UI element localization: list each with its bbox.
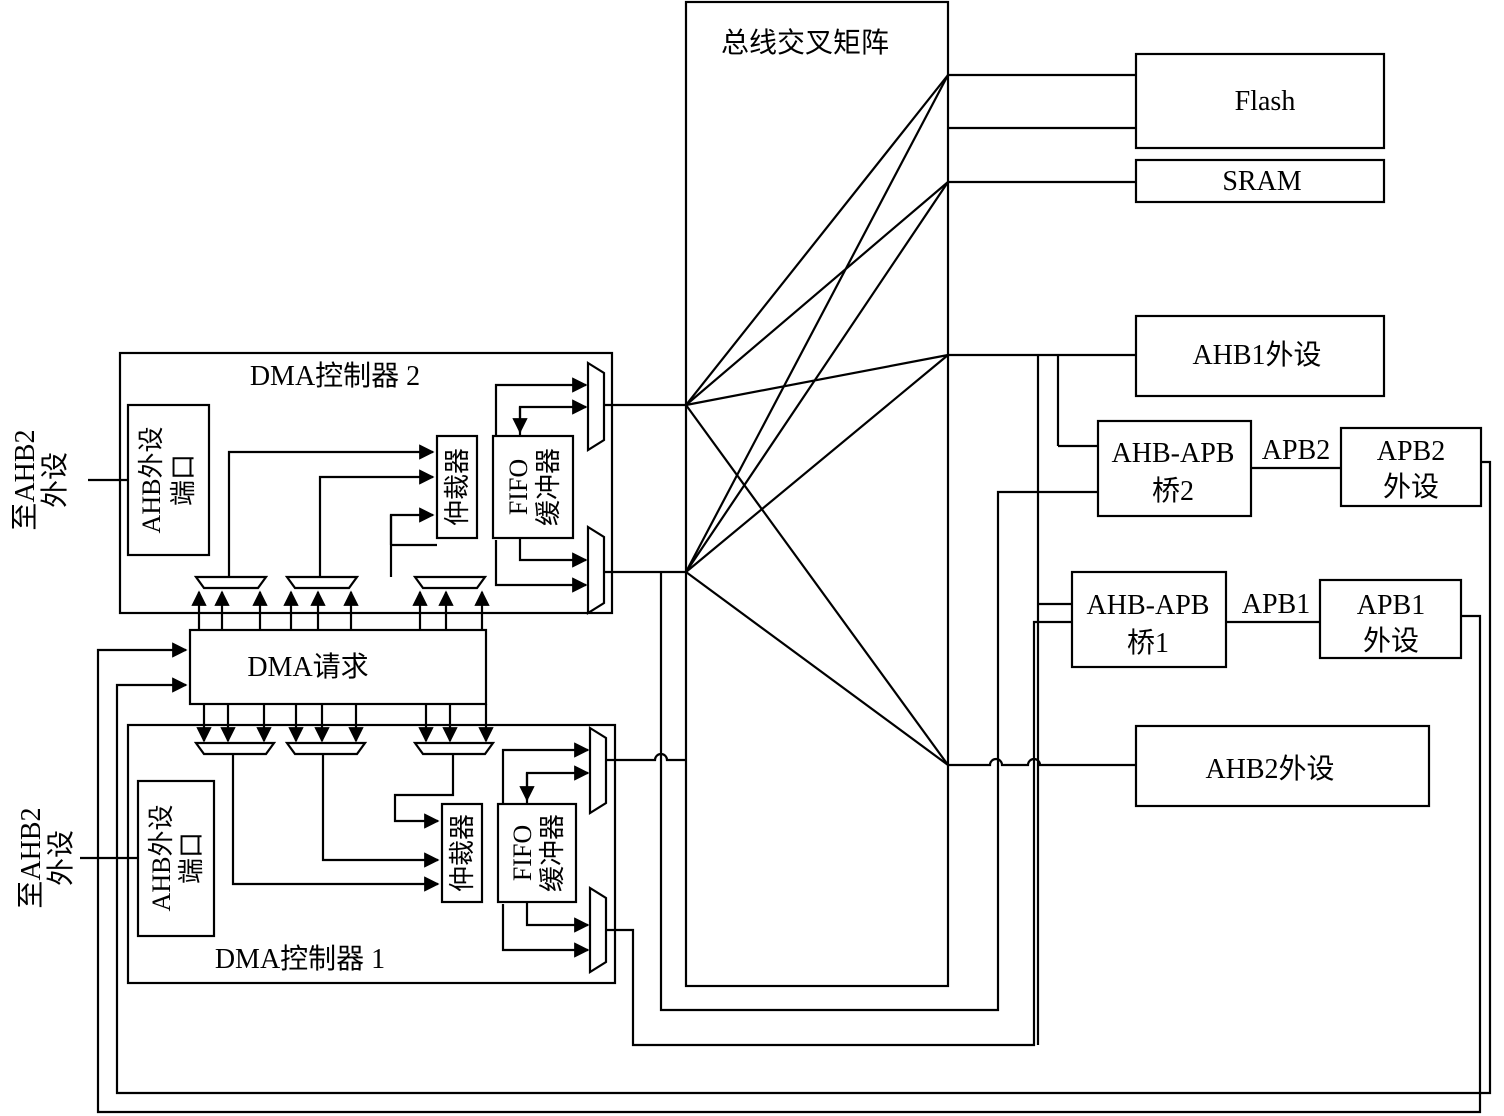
ahb2-peripheral-box — [1134, 724, 1431, 808]
bus-matrix-box — [684, 0, 950, 988]
dma1-request-down-arrows — [196, 704, 494, 743]
bridge1-line2: 桥1 — [1127, 627, 1169, 659]
external-bottom-line2: 外设 — [45, 830, 77, 886]
dma1-ahb-port-box — [136, 779, 216, 938]
dma1-port-line1: AHB外设 — [147, 805, 176, 912]
apb1-peripheral-line2: 外设 — [1363, 625, 1419, 657]
flash-label: Flash — [1235, 86, 1296, 117]
dma1-request-mux-3 — [412, 741, 496, 756]
dma2-request-mux-3 — [412, 575, 488, 590]
dma2-ahb-port-box — [126, 403, 211, 557]
bus-matrix-title: 总线交叉矩阵 — [721, 27, 889, 59]
dma2-mux-bottom — [586, 525, 606, 615]
dma1-mux-top — [588, 726, 608, 815]
apb1-bus-label: APB1 — [1242, 589, 1310, 620]
sram-label: SRAM — [1222, 166, 1301, 197]
dma2-port-line1: AHB外设 — [137, 427, 166, 534]
dma2-request-mux-1 — [193, 575, 269, 590]
ahb-apb-bridge2-box — [1096, 419, 1253, 518]
external-bottom-line1: 至AHB2 — [16, 807, 47, 908]
dma1-mux-bottom — [588, 886, 608, 974]
dma-request-box — [188, 628, 488, 706]
dma2-port-line2: 端口 — [169, 454, 198, 506]
dma2-request-mux-2 — [284, 575, 360, 590]
bridge1-line1: AHB-APB — [1087, 590, 1210, 621]
dma2-title: DMA控制器 2 — [250, 360, 420, 392]
dma2-request-up-arrows — [191, 590, 490, 630]
dma1-port-line2: 端口 — [177, 832, 206, 884]
apb2-bus-label: APB2 — [1262, 435, 1330, 466]
ahb1-peripheral-label: AHB1外设 — [1192, 339, 1321, 371]
dma1-arbiter-box — [440, 802, 484, 904]
ahb2-peripheral-label: AHB2外设 — [1205, 753, 1334, 785]
apb2-peripheral-line2: 外设 — [1383, 471, 1439, 503]
dma2-arbiter-box — [435, 434, 479, 540]
ahb-apb-bridge1-box — [1070, 570, 1228, 669]
sram-box — [1134, 158, 1386, 204]
dma-request-label: DMA请求 — [247, 651, 368, 683]
dma2-fifo-box — [491, 434, 575, 540]
dma2-fifo-line2: 缓冲器 — [534, 448, 563, 526]
flash-box — [1134, 52, 1386, 150]
apb2-peripheral-box — [1339, 426, 1483, 508]
apb1-peripheral-line1: APB1 — [1357, 590, 1425, 621]
dma1-fifo-line1: FIFO — [508, 825, 537, 881]
dma1-fifo-line2: 缓冲器 — [538, 814, 567, 892]
dma2-fifo-line1: FIFO — [504, 459, 533, 515]
bridge2-line2: 桥2 — [1152, 475, 1194, 507]
ahb1-peripheral-box — [1134, 314, 1386, 398]
bridge2-line1: AHB-APB — [1112, 438, 1235, 469]
dma1-fifo-box — [496, 802, 578, 904]
dma1-arbiter-label: 仲裁器 — [448, 814, 477, 892]
apb2-peripheral-line1: APB2 — [1377, 436, 1445, 467]
matrix-crossbar-lines — [685, 74, 949, 766]
external-top-line1: 至AHB2 — [10, 429, 41, 530]
external-top-line2: 外设 — [39, 452, 71, 508]
apb1-peripheral-box — [1318, 578, 1463, 660]
dma1-title: DMA控制器 1 — [215, 943, 385, 975]
dma2-mux-top — [586, 361, 606, 452]
dma2-arbiter-label: 仲裁器 — [443, 448, 472, 526]
dma1-request-mux-1 — [193, 741, 277, 756]
dma1-request-mux-2 — [284, 741, 368, 756]
